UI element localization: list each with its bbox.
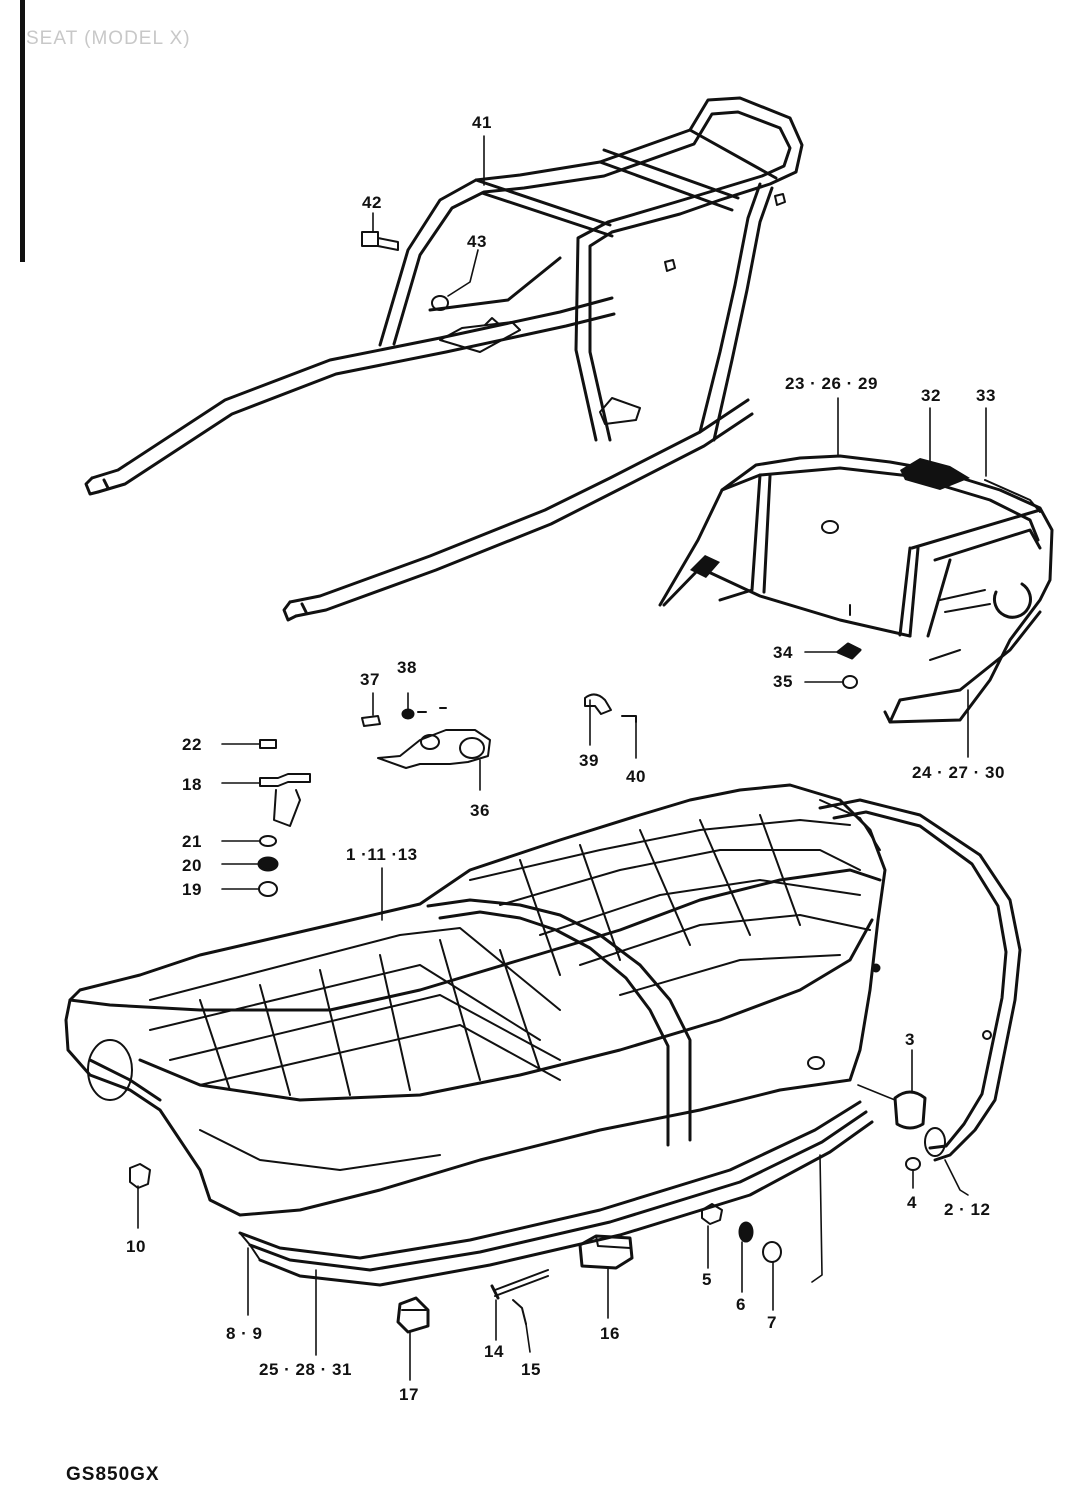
tail-fasteners-34-35 [804,642,862,689]
callout-19: 19 [182,880,202,899]
callout-15: 15 [521,1360,541,1379]
callout-34: 34 [773,643,793,662]
callout-10: 10 [126,1237,146,1256]
callout-1-11-13: 1 ·11 ·13 [346,845,418,864]
callout-17: 17 [399,1385,419,1404]
callout-33: 33 [976,386,996,405]
callout-37: 37 [360,670,380,689]
callout-14: 14 [484,1342,504,1361]
washer-43 [431,249,479,311]
cushion-3 [893,1049,927,1130]
fasteners-18-22 [221,739,311,897]
grommet-4 [905,1157,921,1189]
pin-14-15 [490,1269,549,1353]
callout-42: 42 [362,193,382,212]
callout-2-12: 2 · 12 [944,1200,991,1219]
callout-6: 6 [736,1295,746,1314]
callout-3: 3 [905,1030,915,1049]
tail-cover [658,397,1054,758]
helmet-hook-39 [584,693,637,759]
callout-7: 7 [767,1313,777,1332]
fasteners-5-7 [701,1203,782,1311]
bolt-42 [361,212,399,251]
model-code: GS850GX [66,1464,160,1485]
page-edge-bar [20,0,25,262]
callout-35: 35 [773,672,793,691]
grab-rail-2 [818,798,1022,1196]
callout-43: 43 [467,232,487,251]
trim-strips [238,1084,896,1356]
callout-25-28-31: 25 · 28 · 31 [259,1360,352,1379]
callout-39: 39 [579,751,599,770]
carrier-frame-41 [84,96,804,622]
cushion-17 [396,1296,430,1381]
nut-10 [129,1163,151,1229]
callout-18: 18 [182,775,202,794]
callout-22: 22 [182,735,202,754]
seat-lock-36 [361,692,491,791]
seat-1 [64,783,887,1217]
bracket-16 [578,1234,634,1319]
callout-24-27-30: 24 · 27 · 30 [912,763,1005,782]
callout-4: 4 [907,1193,917,1212]
callout-38: 38 [397,658,417,677]
callout-20: 20 [182,856,202,875]
callout-5: 5 [702,1270,712,1289]
diagram-title: SEAT (MODEL X) [26,28,191,49]
callout-8-9: 8 · 9 [226,1324,263,1343]
callout-36: 36 [470,801,490,820]
callout-23-26-29: 23 · 26 · 29 [785,374,878,393]
callout-21: 21 [182,832,202,851]
callout-41: 41 [472,113,492,132]
callout-40: 40 [626,767,646,786]
callout-16: 16 [600,1324,620,1343]
callout-32: 32 [921,386,941,405]
